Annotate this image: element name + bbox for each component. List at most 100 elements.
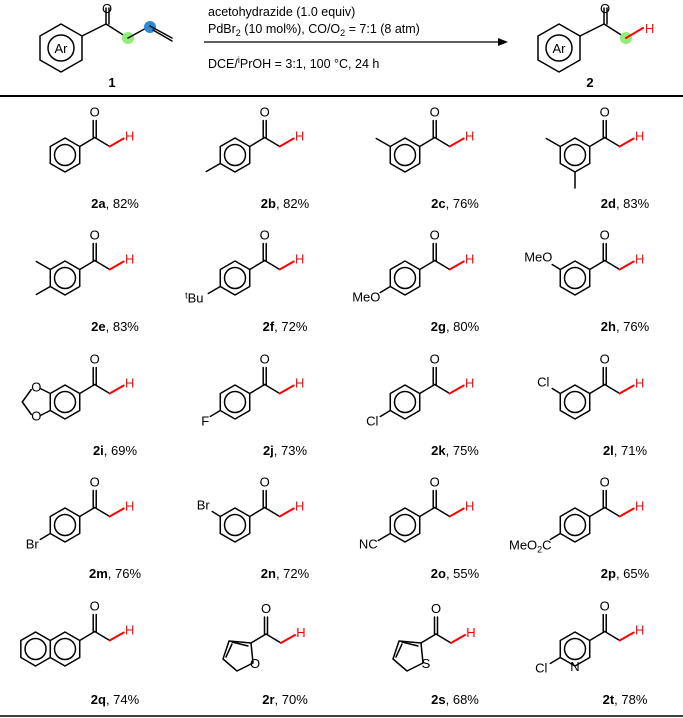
compound-label: 2j, 73%: [263, 443, 308, 458]
product-structure: Ar O H 2: [537, 1, 654, 90]
compound-2k: O H Cl 2k, 75%: [366, 352, 479, 459]
chloro-label: Cl: [537, 375, 549, 390]
compound-label: 2g, 80%: [431, 319, 480, 334]
furan-oxygen: O: [250, 656, 260, 671]
compound-label: 2m, 76%: [89, 566, 141, 581]
pyridine-nitrogen: N: [570, 659, 579, 674]
dioxole-oxygen: O: [31, 380, 41, 395]
methyl-hydrogen: H: [465, 499, 474, 514]
methyl-hydrogen: H: [635, 623, 644, 638]
bromo-label: Br: [26, 537, 40, 552]
compound-label: 2h, 76%: [601, 319, 650, 334]
carbonyl-oxygen: O: [260, 352, 270, 367]
tbu-label: tBu: [185, 291, 203, 306]
compound-2j: O H F 2j, 73%: [201, 352, 307, 459]
fluoro-label: F: [201, 414, 209, 429]
methyl-hydrogen: H: [635, 252, 644, 267]
compound-label: 2a, 82%: [91, 196, 139, 211]
methyl-hydrogen: H: [125, 376, 134, 391]
compound-label: 2n, 72%: [261, 566, 310, 581]
carbonyl-oxygen: O: [600, 599, 610, 614]
methyl-hydrogen: H: [635, 499, 644, 514]
compound-label: 2t, 78%: [603, 692, 648, 707]
compound-2p: O H MeO2C 2p, 65%: [509, 475, 650, 582]
methyl-hydrogen: H: [466, 625, 475, 640]
compound-label: 2q, 74%: [91, 692, 140, 707]
compound-label: 2b, 82%: [261, 196, 310, 211]
carbonyl-oxygen: O: [90, 352, 100, 367]
carbonyl-oxygen: O: [90, 475, 100, 490]
methyl-hydrogen: H: [635, 376, 644, 391]
compound-label: 2o, 55%: [431, 566, 480, 581]
thiophene-sulfur: S: [422, 656, 431, 671]
reaction-conditions: acetohydrazide (1.0 equiv) PdBr2 (10 mol…: [204, 5, 508, 71]
methyl-hydrogen: H: [295, 499, 304, 514]
carbonyl-oxygen: O: [90, 599, 100, 614]
carbonyl-oxygen: O: [430, 352, 440, 367]
reactant-oxygen: O: [102, 1, 112, 16]
methoxy-label: MeO: [524, 250, 552, 265]
product-hydrogen: H: [645, 21, 654, 36]
carbonyl-oxygen: O: [430, 105, 440, 120]
reagent-line: acetohydrazide (1.0 equiv): [208, 5, 355, 19]
compound-2t: O H N Cl 2t, 78%: [535, 599, 648, 708]
carbonyl-oxygen: O: [600, 228, 610, 243]
reactant-structure: Ar O 1: [39, 1, 173, 90]
methyl-hydrogen: H: [635, 129, 644, 144]
ester-label: MeO2C: [509, 538, 552, 555]
compound-2h: O H MeO 2h, 76%: [524, 228, 649, 335]
carbonyl-oxygen: O: [430, 228, 440, 243]
compound-label: 2f, 72%: [263, 319, 308, 334]
methyl-hydrogen: H: [125, 499, 134, 514]
chloro-label: Cl: [366, 414, 378, 429]
chloro-label: Cl: [535, 661, 547, 676]
carbonyl-oxygen: O: [260, 228, 270, 243]
compound-label: 2r, 70%: [262, 692, 308, 707]
catalyst-line: PdBr2 (10 mol%), CO/O2 = 7:1 (8 atm): [208, 22, 420, 38]
product-ar-label: Ar: [553, 41, 567, 56]
compound-label: 2p, 65%: [601, 566, 650, 581]
carbonyl-oxygen: O: [90, 228, 100, 243]
carbonyl-oxygen: O: [600, 475, 610, 490]
cyano-label: NC: [359, 537, 378, 552]
solvent-line: DCE/iPrOH = 3:1, 100 °C, 24 h: [208, 55, 379, 71]
methyl-hydrogen: H: [295, 252, 304, 267]
carbonyl-oxygen: O: [260, 105, 270, 120]
carbonyl-oxygen: O: [600, 352, 610, 367]
carbonyl-oxygen: O: [261, 601, 271, 616]
compound-2r: O O H 2r, 70%: [222, 601, 308, 707]
carbonyl-oxygen: O: [600, 105, 610, 120]
compound-label: 2k, 75%: [431, 443, 479, 458]
methyl-hydrogen: H: [295, 129, 304, 144]
methyl-hydrogen: H: [296, 625, 305, 640]
compound-label: 2e, 83%: [91, 319, 139, 334]
compound-2m: O H Br 2m, 76%: [26, 475, 142, 582]
product-number: 2: [586, 75, 593, 90]
methyl-hydrogen: H: [465, 129, 474, 144]
compound-label: 2d, 83%: [601, 196, 650, 211]
methyl-hydrogen: H: [465, 376, 474, 391]
reactant-number: 1: [108, 75, 115, 90]
methoxy-label: MeO: [352, 290, 380, 305]
compound-label: 2l, 71%: [603, 443, 648, 458]
methyl-hydrogen: H: [295, 376, 304, 391]
compound-2c: O H 2c, 76%: [375, 105, 479, 211]
compound-label: 2c, 76%: [431, 196, 479, 211]
compound-2l: O H Cl 2l, 71%: [537, 352, 647, 459]
carbonyl-oxygen: O: [431, 601, 441, 616]
methyl-hydrogen: H: [125, 623, 134, 638]
compound-label: 2i, 69%: [93, 443, 138, 458]
compound-2q: O H 2q, 74%: [20, 599, 140, 707]
compound-2b: O H 2b, 82%: [205, 105, 310, 211]
reaction-scheme-header: Ar O 1 acetohydrazide (1.0 equiv) PdBr2 …: [39, 1, 654, 90]
